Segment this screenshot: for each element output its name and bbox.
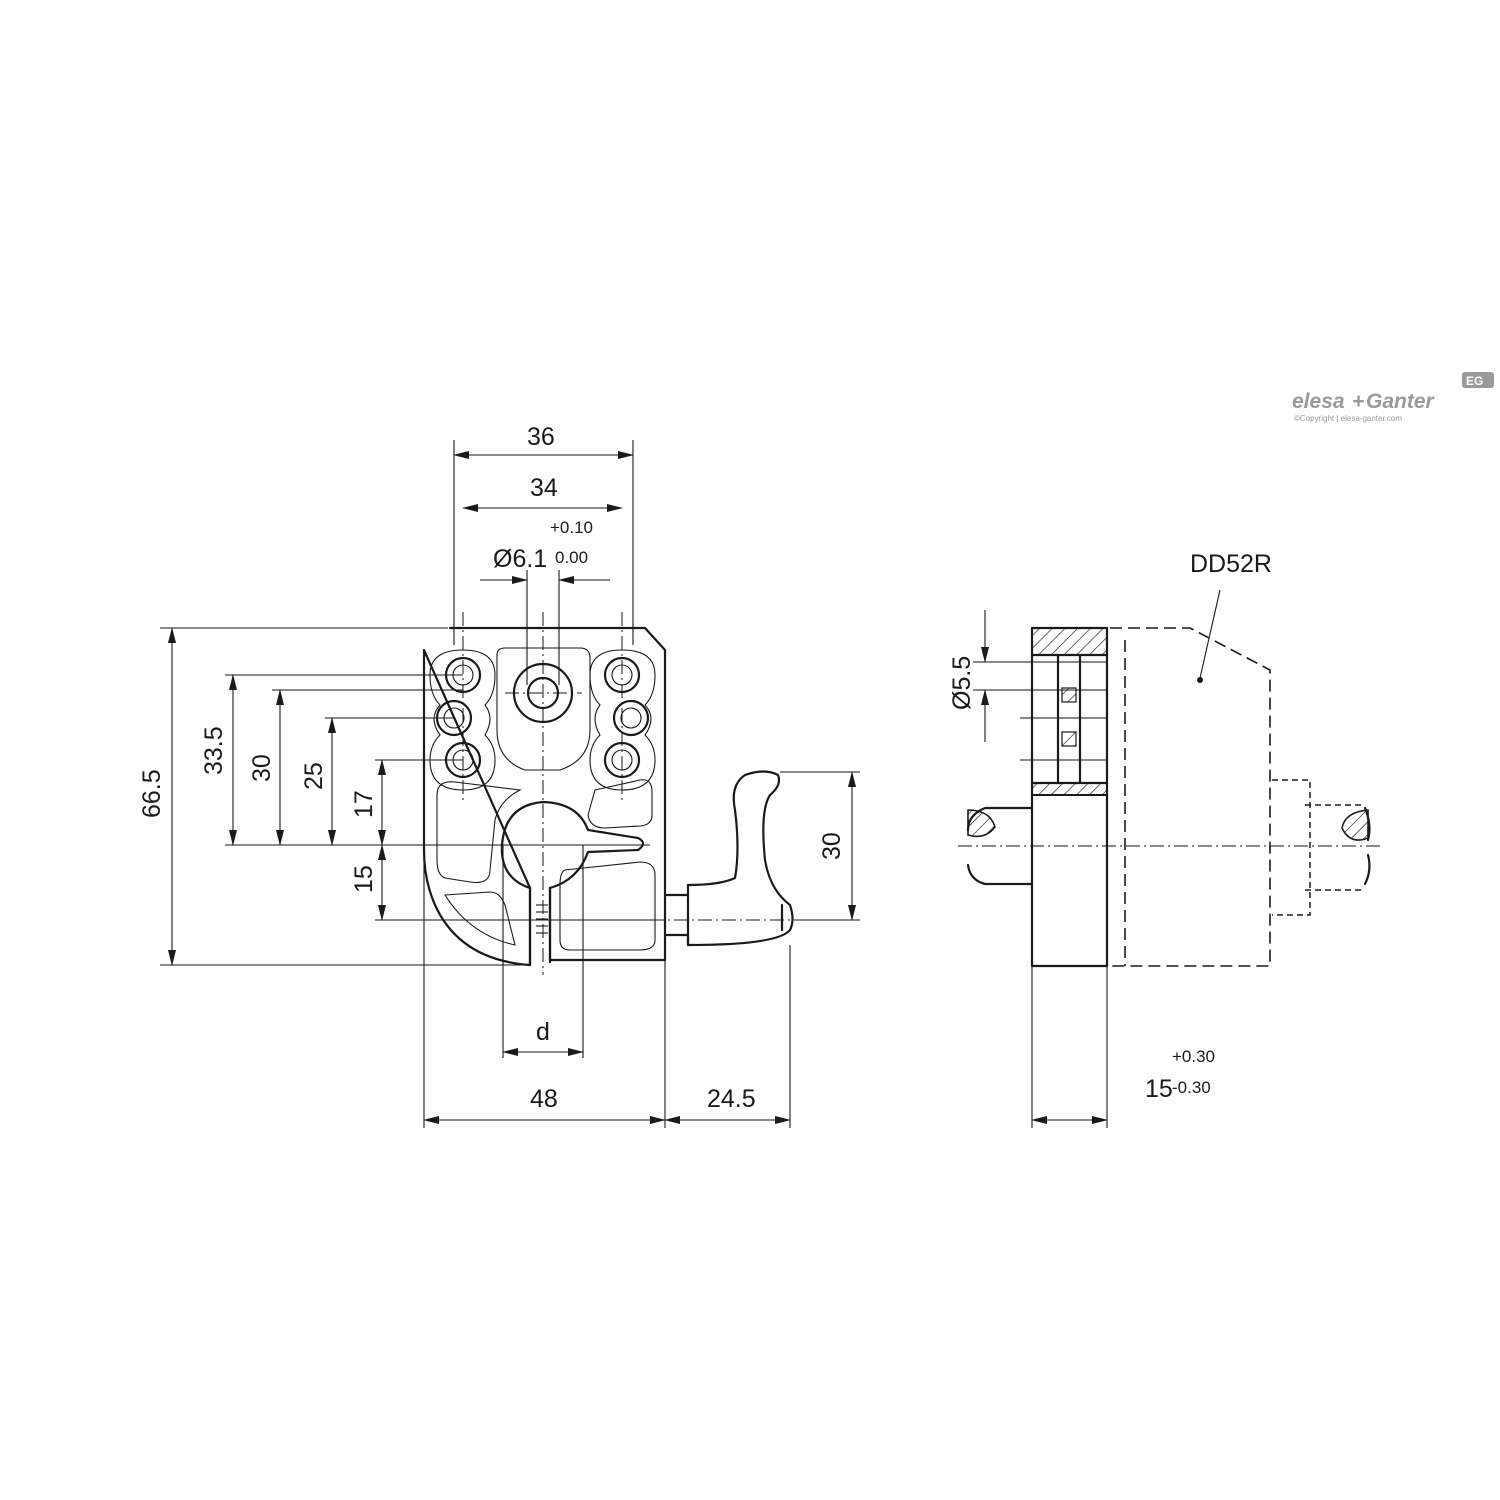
dim-height-15: 15	[350, 865, 378, 893]
dim-thickness-15: 15	[1145, 1075, 1173, 1103]
brand-badge: EG	[1466, 374, 1483, 388]
part-leader-line	[1199, 589, 1221, 679]
shaft-bore	[500, 800, 645, 890]
dim-thickness-tol-upper: +0.30	[1172, 1047, 1215, 1066]
recess-right-bottom	[559, 861, 656, 951]
dim-slot-d: d	[536, 1018, 550, 1046]
section-hatch-top	[1031, 627, 1108, 656]
phantom-part-dd52r	[1110, 627, 1271, 967]
shaft-right-stub	[1341, 806, 1371, 886]
phantom-shaft-seat	[1272, 779, 1365, 916]
brand-badge-icon	[1462, 372, 1494, 388]
side-section-internals	[1020, 653, 1109, 785]
brand-copyright: ©Copyright | elesa-ganter.com	[1294, 414, 1402, 423]
dim-width-34: 34	[530, 474, 558, 502]
side-body	[1030, 626, 1109, 968]
dim-height-66-5: 66.5	[138, 769, 166, 818]
dim-bore-tol-upper: +0.10	[550, 518, 593, 537]
dim-bore-tol-lower: 0.00	[555, 548, 588, 567]
dim-bore-diameter: Ø6.1	[493, 545, 547, 573]
dim-width-36: 36	[527, 423, 555, 451]
dim-height-25: 25	[300, 762, 328, 790]
dim-hole-diameter: Ø5.5	[948, 656, 976, 710]
recess-top-center	[496, 647, 591, 771]
side-view: DD52R Ø5.5 15 +0.30 -0.30	[948, 550, 1380, 1128]
slot-serration	[536, 904, 548, 934]
right-hole-cluster-outline	[589, 649, 656, 791]
dim-height-30: 30	[248, 754, 276, 782]
part-leader-dot	[1197, 677, 1203, 683]
front-view	[422, 612, 800, 975]
dim-height-17: 17	[350, 790, 378, 818]
front-dimensions: 36 34 Ø6.1 +0.10 0.00 66.5 33.5 30 25 17	[138, 423, 860, 1128]
recess-left-bottom	[444, 891, 516, 946]
brand-plus: +	[1352, 390, 1364, 413]
left-hole-cluster-outline	[429, 649, 496, 791]
section-hatch-bottom	[1031, 782, 1108, 796]
dim-lever-reach-24-5: 24.5	[707, 1085, 756, 1113]
dim-thickness-tol-lower: -0.30	[1172, 1078, 1211, 1097]
brand-name-elesa: elesa	[1292, 390, 1345, 413]
recess-right-lower	[587, 779, 653, 829]
right-mounting-holes	[603, 656, 650, 779]
clamping-lever	[663, 770, 794, 947]
dim-base-width-48: 48	[530, 1085, 558, 1113]
label-dd52r: DD52R	[1190, 550, 1272, 578]
brand-name-ganter: Ganter	[1366, 390, 1436, 413]
dim-lever-height-30: 30	[818, 832, 846, 860]
brand-logo: elesa + Ganter EG ©Copyright | elesa-gan…	[1292, 372, 1494, 423]
dim-height-33-5: 33.5	[200, 726, 228, 775]
recess-left-lower	[436, 781, 522, 884]
shaft-left-stub	[966, 806, 1034, 886]
